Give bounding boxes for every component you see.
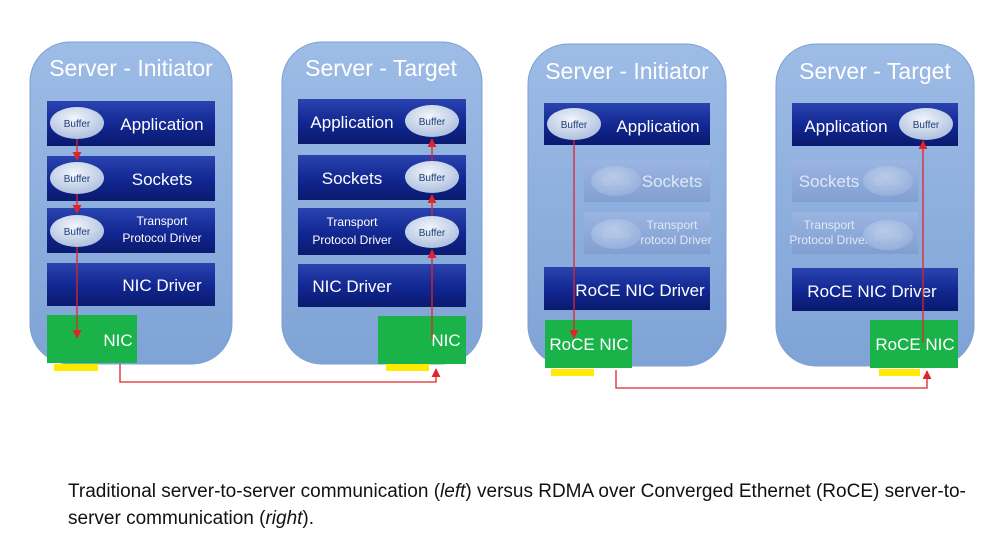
buffer-icon xyxy=(405,216,459,248)
buffer-label: Buffer xyxy=(419,173,446,184)
layer-label: Protocol Driver xyxy=(632,233,711,247)
caption-left: left xyxy=(440,481,466,502)
nic-label: NIC xyxy=(103,331,132,350)
layer-label: Transport xyxy=(327,215,379,229)
trad-target-server: Server - Target Application Buffer Socke… xyxy=(281,41,483,371)
network-port xyxy=(879,369,920,376)
layer-label: Application xyxy=(616,117,699,136)
layer-label: Application xyxy=(310,113,393,132)
nic-label: NIC xyxy=(431,331,460,350)
buffer-label: Buffer xyxy=(419,117,446,128)
network-link-arrow xyxy=(615,370,932,389)
buffer-label: Buffer xyxy=(561,120,588,131)
buffer-icon xyxy=(591,219,641,249)
caption-right: right xyxy=(265,508,303,529)
layer-label: Transport xyxy=(804,218,856,232)
layer-label: Transport xyxy=(137,214,189,228)
layer-label: RoCE NIC Driver xyxy=(807,282,937,301)
network-link-arrow xyxy=(119,364,441,383)
data-path-arrows xyxy=(72,138,932,389)
buffer-icon xyxy=(50,162,104,194)
bypassed-transport-layer: Transport Protocol Driver Buffer xyxy=(584,212,712,254)
caption-text: Traditional server-to-server communicati… xyxy=(68,481,441,502)
server-title: Server - Target xyxy=(799,58,951,84)
buffer-icon xyxy=(405,105,459,137)
buffer-label: Buffer xyxy=(603,230,630,241)
buffer-icon xyxy=(50,107,104,139)
figure-caption: Traditional server-to-server communicati… xyxy=(68,478,968,532)
buffer-label: Buffer xyxy=(913,120,940,131)
roce-nic-driver-layer xyxy=(544,267,710,310)
layer-label: Protocol Driver xyxy=(789,233,868,247)
nic-card xyxy=(47,315,137,363)
layer-label: Transport xyxy=(647,218,699,232)
server-title: Server - Initiator xyxy=(545,58,709,84)
buffer-label: Buffer xyxy=(419,228,446,239)
buffer-icon xyxy=(863,166,913,196)
layer-label: Sockets xyxy=(799,172,859,191)
bypassed-transport-layer: Transport Protocol Driver Buffer xyxy=(789,212,918,254)
nic-label: RoCE NIC xyxy=(549,335,628,354)
network-port xyxy=(54,364,98,371)
trad-initiator-server: Server - Initiator Application Buffer So… xyxy=(29,41,233,371)
roce-nic-driver-layer xyxy=(792,268,958,311)
buffer-icon xyxy=(591,166,641,196)
layer-label: Sockets xyxy=(322,169,382,188)
nic-label: RoCE NIC xyxy=(875,335,954,354)
layer-label: Sockets xyxy=(132,170,192,189)
roce-comparison-diagram: Server - Initiator Application Buffer So… xyxy=(29,41,975,389)
network-port xyxy=(386,364,429,371)
roce-initiator-server: Server - Initiator Application Buffer So… xyxy=(527,43,727,376)
bypassed-sockets-layer: Sockets Buffer xyxy=(584,160,710,202)
layer-label: RoCE NIC Driver xyxy=(575,281,705,300)
buffer-label: Buffer xyxy=(875,231,902,242)
nic-card xyxy=(545,320,632,368)
bypassed-sockets-layer: Sockets Buffer xyxy=(792,160,918,202)
nic-driver-layer xyxy=(298,264,466,307)
buffer-icon xyxy=(547,108,601,140)
server-title: Server - Initiator xyxy=(49,55,213,81)
roce-target-server: Server - Target Application Buffer Socke… xyxy=(775,43,975,376)
layer-label: NIC Driver xyxy=(122,276,202,295)
buffer-label: Buffer xyxy=(603,177,630,188)
buffer-label: Buffer xyxy=(64,227,91,238)
layer-label: Protocol Driver xyxy=(312,233,391,247)
buffer-icon xyxy=(899,108,953,140)
buffer-label: Buffer xyxy=(875,177,902,188)
layer-label: NIC Driver xyxy=(312,277,392,296)
buffer-icon xyxy=(50,215,104,247)
caption-text: ). xyxy=(302,508,315,529)
network-port xyxy=(551,369,594,376)
layer-label: Application xyxy=(804,117,887,136)
nic-driver-layer xyxy=(47,263,215,306)
buffer-label: Buffer xyxy=(64,174,91,185)
layer-label: Application xyxy=(120,115,203,134)
nic-card xyxy=(870,320,958,368)
nic-card xyxy=(378,316,466,364)
layer-label: Protocol Driver xyxy=(122,231,201,245)
server-title: Server - Target xyxy=(305,55,457,81)
layer-label: Sockets xyxy=(642,172,702,191)
caption-text: ) versus RDMA over Converged Ethernet (R… xyxy=(68,481,966,529)
buffer-icon xyxy=(405,161,459,193)
buffer-label: Buffer xyxy=(64,119,91,130)
buffer-icon xyxy=(863,220,913,250)
